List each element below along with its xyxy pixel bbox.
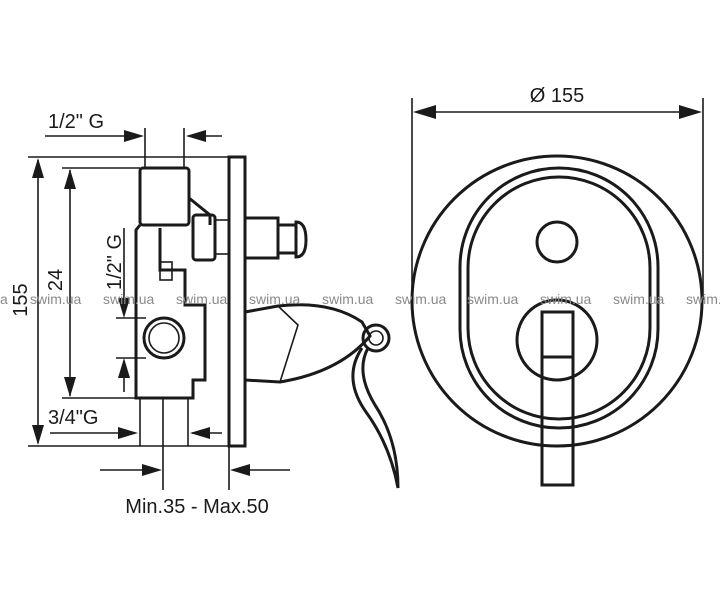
watermark: swim.ua (540, 291, 592, 307)
lever-handle-profile (351, 347, 400, 489)
escutcheon-oval-inner (466, 175, 652, 421)
watermark: swim.ua (467, 291, 519, 307)
watermark: swim.ua (30, 291, 82, 307)
cartridge-marker (159, 261, 173, 281)
dim-label-top-connection: 1/2" G (48, 111, 104, 133)
watermark: swim.ua (686, 291, 720, 307)
dim-label-side-connection: 1/2" G (104, 234, 126, 290)
escutcheon-oval-outer (458, 166, 660, 430)
diverter-knob-front (535, 220, 579, 264)
lever-pivot (361, 323, 391, 353)
lever-hub (515, 298, 599, 382)
front-view: Ø 155 (410, 85, 704, 487)
lever-handle-front (540, 310, 575, 487)
top-inlet-block (138, 166, 191, 227)
watermark: swim.ua (249, 291, 301, 307)
dim-label-155: 155 (10, 283, 32, 316)
diverter-nut (191, 213, 217, 262)
watermark: swim.ua (395, 291, 447, 307)
lever-base-profile (244, 303, 372, 384)
dim-label-24: 24 (45, 269, 67, 291)
escutcheon-plate (410, 154, 704, 448)
watermark-edge: a (0, 291, 8, 307)
dim-label-diameter: Ø 155 (530, 85, 584, 107)
wall-plate (227, 155, 247, 448)
watermark-row: a swim.ua swim.ua swim.ua swim.ua swim.u… (0, 291, 720, 307)
diverter-knob (294, 220, 308, 259)
diverter-stem (243, 216, 280, 260)
watermark: swim.ua (103, 291, 155, 307)
dim-label-bottom-connection: 3/4"G (48, 407, 98, 429)
watermark: swim.ua (322, 291, 374, 307)
side-view: 155 24 1/2" G 1/2" G (10, 111, 400, 518)
watermark: swim.ua (613, 291, 665, 307)
side-outlet (142, 316, 186, 360)
watermark: swim.ua (176, 291, 228, 307)
dim-label-depth: Min.35 - Max.50 (125, 496, 268, 518)
